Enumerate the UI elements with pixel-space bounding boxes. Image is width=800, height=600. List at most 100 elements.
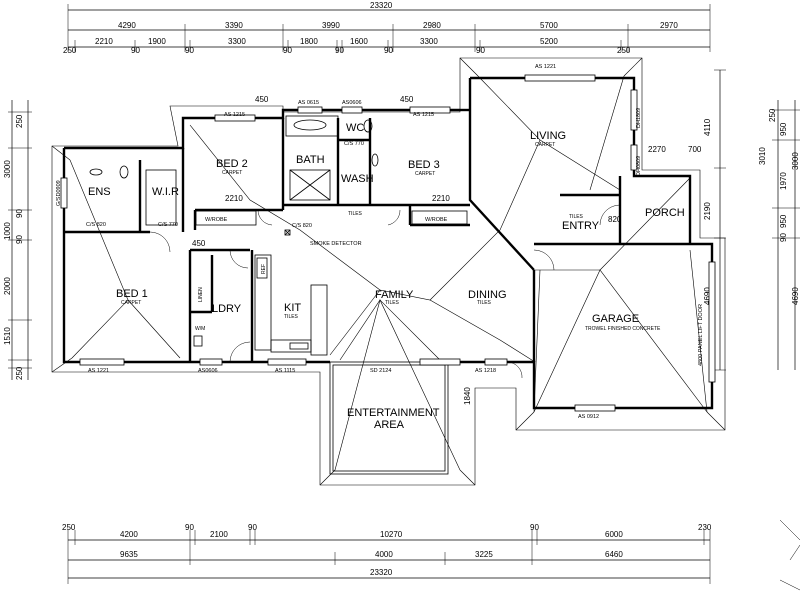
toilet-wc-icon xyxy=(363,119,373,133)
dim-top2-90c: 90 xyxy=(283,46,292,55)
dim-top-3990: 3990 xyxy=(322,21,340,30)
label-as0912: AS 0912 xyxy=(578,414,599,420)
room-entertainment-name2: AREA xyxy=(374,419,405,431)
dim-bot-90a: 90 xyxy=(185,523,194,532)
north-arrow-icon xyxy=(779,519,800,591)
dim-misc-700: 700 xyxy=(688,145,702,154)
label-cs820a: C/S 820 xyxy=(86,222,106,228)
dim-bot-6000: 6000 xyxy=(605,530,623,539)
dim-misc-2270: 2270 xyxy=(648,145,666,154)
dim-top-total: 23320 xyxy=(370,1,393,10)
room-entry-floor: TILES xyxy=(569,214,584,220)
dim-left-3000: 3000 xyxy=(3,160,12,178)
dim-bot-total: 23320 xyxy=(370,568,393,577)
room-bed1-floor: CARPET xyxy=(121,300,141,306)
smoke-detector-icon xyxy=(284,229,291,236)
dim-left-250b: 250 xyxy=(15,366,24,380)
room-linen-name: LINEN xyxy=(198,287,204,302)
dim-bot-230: 230 xyxy=(698,523,712,532)
dim-bot-6460: 6460 xyxy=(605,550,623,559)
dim-bot-4000: 4000 xyxy=(375,550,393,559)
dim-misc-1840: 1840 xyxy=(463,387,472,405)
laundry-tub-icon xyxy=(193,335,203,347)
room-dining-name: DINING xyxy=(468,289,507,301)
label-cs770b: C/S 770 xyxy=(344,141,364,147)
dim-bot-90b: 90 xyxy=(248,523,257,532)
room-family-floor: TILES xyxy=(385,300,400,306)
dim-bot-10270: 10270 xyxy=(380,530,403,539)
top-dimensions: 23320 4290 3390 3990 2980 5700 2970 250 … xyxy=(63,1,711,55)
dim-top-3390: 3390 xyxy=(225,21,243,30)
room-wc-name: WC xyxy=(346,122,364,134)
dim-right-3010: 3010 xyxy=(758,147,767,165)
annotation-labels: W/ROBE W/ROBE C/S 820 C/S 770 C/S 820 C/… xyxy=(56,64,704,420)
room-ldry-name: LDRY xyxy=(212,303,242,315)
basin-wash-icon xyxy=(371,153,379,167)
dim-top2-1600: 1600 xyxy=(350,37,368,46)
windows xyxy=(60,74,716,412)
dim-misc-2210b: 2210 xyxy=(432,194,450,203)
fixtures xyxy=(89,119,379,350)
dim-misc-2210a: 2210 xyxy=(225,194,243,203)
label-dh0809: DH0809 xyxy=(636,156,642,176)
dim-top2-3300b: 3300 xyxy=(420,37,438,46)
dim-misc-450a: 450 xyxy=(255,95,269,104)
room-wir-name: W.I.R xyxy=(152,186,179,198)
dim-top-5700: 5700 xyxy=(540,21,558,30)
room-garage-name: GARAGE xyxy=(592,313,639,325)
dim-left-250a: 250 xyxy=(15,114,24,128)
dim-top-2970: 2970 xyxy=(660,21,678,30)
dim-top2-1800: 1800 xyxy=(300,37,318,46)
misc-dimensions: 2270 700 1840 450 450 450 2210 2210 820 xyxy=(192,95,702,405)
label-cs820b: C/S 820 xyxy=(292,223,312,229)
toilet-ens-icon xyxy=(119,165,129,179)
label-as0615: AS 0615 xyxy=(298,100,319,106)
roof-outline xyxy=(51,57,726,486)
room-living-name: LIVING xyxy=(530,130,566,142)
dim-bot-4200: 4200 xyxy=(120,530,138,539)
dim-left-2000: 2000 xyxy=(3,277,12,295)
entertainment-area xyxy=(329,361,449,475)
label-as0606-top: AS0606 xyxy=(342,100,362,106)
dim-right-1970: 1970 xyxy=(779,172,788,190)
label-as1221-bot: AS 1221 xyxy=(88,368,109,374)
room-wm-name: W/M xyxy=(195,326,205,332)
room-bath-name: BATH xyxy=(296,154,325,166)
room-entertainment-name1: ENTERTAINMENT xyxy=(347,407,440,419)
dim-bot-3225: 3225 xyxy=(475,550,493,559)
room-garage-floor: TROWEL FINISHED CONCRETE xyxy=(585,326,661,332)
room-hall-floor: TILES xyxy=(348,211,363,217)
label-as1115: AS 1115 xyxy=(275,368,295,374)
dim-top2-5200: 5200 xyxy=(540,37,558,46)
label-panel-door: 4800 PANEL LIFT DOOR xyxy=(698,304,704,366)
label-gsd0909: G/SD0909 xyxy=(56,180,62,206)
bottom-dimensions: 250 4200 90 2100 90 10270 90 6000 230 96… xyxy=(62,523,712,584)
dim-top2-90e: 90 xyxy=(384,46,393,55)
left-dimensions: 250 3000 90 1000 90 2000 1510 250 xyxy=(3,100,32,380)
dim-right-4690b: 4690 xyxy=(791,287,800,305)
dim-misc-820: 820 xyxy=(608,215,622,224)
dim-right-950a: 950 xyxy=(779,122,788,136)
dim-left-1510: 1510 xyxy=(3,327,12,345)
dim-right-2190: 2190 xyxy=(703,202,712,220)
dim-right-4690: 4690 xyxy=(703,287,712,305)
dim-left-1000: 1000 xyxy=(3,222,12,240)
dim-bot-9635: 9635 xyxy=(120,550,138,559)
dim-top2-250b: 250 xyxy=(617,46,631,55)
dim-right-250: 250 xyxy=(768,108,777,122)
dim-bot-2100: 2100 xyxy=(210,530,228,539)
external-walls xyxy=(62,76,714,410)
doors xyxy=(149,204,621,379)
room-bed2-floor: CARPET xyxy=(222,170,242,176)
dim-top2-250a: 250 xyxy=(63,46,77,55)
label-wrobe2: W/ROBE xyxy=(425,217,448,223)
dim-misc-450c: 450 xyxy=(192,239,206,248)
room-family-name: FAMILY xyxy=(375,289,414,301)
dim-top2-90a: 90 xyxy=(131,46,140,55)
label-sd2124: SD 2124 xyxy=(370,368,391,374)
dim-right-3000: 3000 xyxy=(791,152,800,170)
dim-top2-2210: 2210 xyxy=(95,37,113,46)
room-labels: BED 1 CARPET BED 2 CARPET BED 3 CARPET E… xyxy=(88,122,685,431)
label-as1215a: AS 1215 xyxy=(224,112,245,118)
